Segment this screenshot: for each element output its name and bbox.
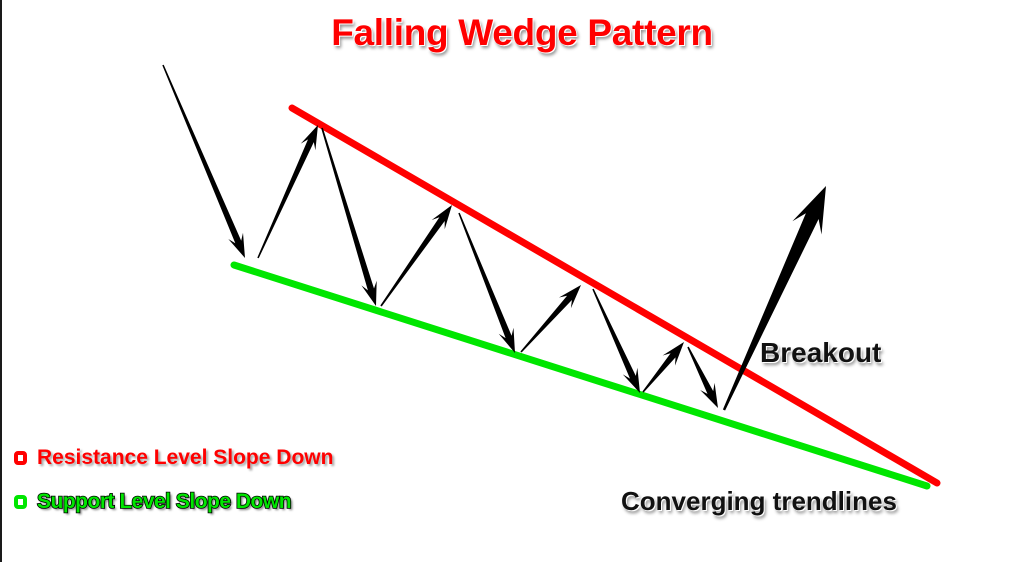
down-arrow [687,346,718,408]
legend-label-resistance: Resistance Level Slope Down [37,446,334,469]
up-arrow [642,342,684,393]
legend-item-support: Support Level Slope Down [14,489,292,514]
up-arrow [380,205,452,307]
breakout-label: Breakout [760,337,882,368]
converging-trendlines-label: Converging trendlines [621,486,897,516]
support-trendline [230,261,931,490]
down-arrow [321,127,377,306]
legend-item-resistance: Resistance Level Slope Down [14,446,333,470]
breakout-arrow [722,186,826,411]
down-arrow [162,64,245,258]
resistance-trendline [288,104,941,487]
down-arrow [458,212,515,353]
rounded-square-outline-icon [14,495,27,509]
trendlines [230,104,941,490]
rounded-square-outline-icon [14,451,27,465]
price-path-arrows [162,64,826,411]
legend-label-support: Support Level Slope Down [36,489,292,514]
left-border [0,0,2,562]
up-arrow [257,125,318,259]
up-arrow [520,285,581,353]
down-arrow [592,288,640,393]
diagram-title: Falling Wedge Pattern [331,12,713,53]
